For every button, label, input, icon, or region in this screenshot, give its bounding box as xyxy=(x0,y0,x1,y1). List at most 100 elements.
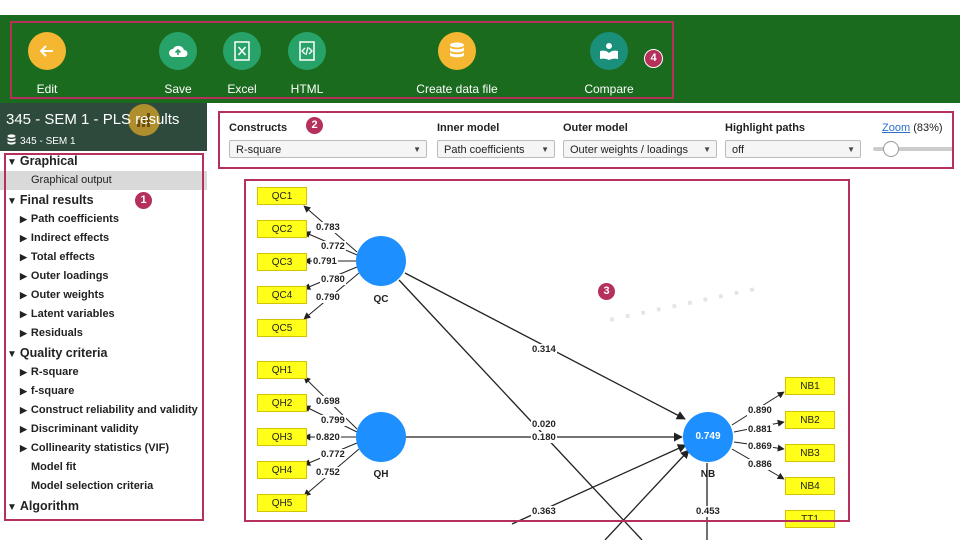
tree-item-collinearity-vif[interactable]: ▶Collinearity statistics (VIF) xyxy=(0,439,207,458)
constructs-select[interactable]: R-square▼ xyxy=(229,140,427,158)
path-lower-left: 0.363 xyxy=(531,506,557,517)
chevron-down-icon: ▼ xyxy=(413,145,421,154)
loading-nb1: 0.890 xyxy=(747,405,773,416)
html-button[interactable]: HTML xyxy=(262,32,352,112)
tree-item-path-coefficients[interactable]: ▶Path coefficients xyxy=(0,210,207,229)
inner-model-select[interactable]: Path coefficients▼ xyxy=(437,140,555,158)
loading-nb2: 0.881 xyxy=(747,424,773,435)
inner-model-filter: Inner model Path coefficients▼ xyxy=(437,122,555,158)
tree-item-model-fit[interactable]: Model fit xyxy=(31,461,77,473)
html-file-icon xyxy=(288,32,326,70)
chevron-down-icon: ▼ xyxy=(847,145,855,154)
tree-item-total-effects[interactable]: ▶Total effects xyxy=(0,248,207,267)
zoom-link[interactable]: Zoom xyxy=(882,122,911,134)
indicator-tt1[interactable]: TT1 xyxy=(785,510,835,528)
caret-right-icon: ▶ xyxy=(20,405,27,415)
tree-item-discriminant-validity[interactable]: ▶Discriminant validity xyxy=(0,420,207,439)
path-qc-nb: 0.314 xyxy=(531,344,557,355)
tree-item-r-square[interactable]: ▶R-square xyxy=(0,363,207,382)
caret-right-icon: ▶ xyxy=(20,271,27,281)
latent-qc[interactable] xyxy=(356,236,406,286)
inner-model-arrows xyxy=(398,272,708,540)
latent-qc-name: QC xyxy=(373,294,389,305)
caret-right-icon: ▶ xyxy=(20,328,27,338)
edit-label: Edit xyxy=(36,82,58,96)
loading-qc1: 0.783 xyxy=(315,222,341,233)
indicator-nb3[interactable]: NB3 xyxy=(785,444,835,462)
create-data-file-button[interactable]: Create data file xyxy=(412,32,502,112)
compare-label: Compare xyxy=(584,82,634,96)
results-tree: ▼Graphical Graphical output ▼Final resul… xyxy=(0,151,208,540)
tree-item-outer-loadings[interactable]: ▶Outer loadings xyxy=(0,267,207,286)
tree-item-graphical-output[interactable]: Graphical output xyxy=(0,171,207,190)
indicator-nb4[interactable]: NB4 xyxy=(785,477,835,495)
constructs-filter: Constructs R-square▼ xyxy=(229,122,427,158)
indicator-qc4[interactable]: QC4 xyxy=(257,286,307,304)
html-label: HTML xyxy=(290,82,324,96)
excel-button[interactable]: Excel xyxy=(197,32,287,112)
outer-model-filter: Outer model Outer weights / loadings▼ xyxy=(563,122,717,158)
tree-item-residuals[interactable]: ▶Residuals xyxy=(0,324,207,343)
caret-right-icon: ▶ xyxy=(20,290,27,300)
caret-right-icon: ▶ xyxy=(20,443,27,453)
path-nb-down: 0.453 xyxy=(695,506,721,517)
tree-item-model-selection-criteria[interactable]: Model selection criteria xyxy=(31,480,154,492)
outer-model-select[interactable]: Outer weights / loadings▼ xyxy=(563,140,717,158)
model-paths xyxy=(303,205,785,540)
zoom-slider-handle[interactable] xyxy=(883,141,899,157)
indicator-qh5[interactable]: QH5 xyxy=(257,494,307,512)
loading-qh3: 0.820 xyxy=(315,432,341,443)
tree-section-quality-criteria[interactable]: ▼Quality criteria xyxy=(0,343,207,363)
tree-item-indirect-effects[interactable]: ▶Indirect effects xyxy=(0,229,207,248)
annotation-marker-1: 1 xyxy=(134,191,153,210)
highlight-paths-select[interactable]: off▼ xyxy=(725,140,861,158)
caret-right-icon: ▶ xyxy=(20,252,27,262)
compare-button[interactable]: Compare xyxy=(564,32,654,112)
zoom-slider[interactable] xyxy=(873,141,953,157)
indicator-qh1[interactable]: QH1 xyxy=(257,361,307,379)
latent-qh[interactable] xyxy=(356,412,406,462)
tree-section-final-results[interactable]: ▼Final results xyxy=(0,190,207,210)
chart-logo-icon xyxy=(128,104,160,136)
loading-qc3: 0.791 xyxy=(312,256,338,267)
indicator-qc2[interactable]: QC2 xyxy=(257,220,307,238)
indicator-qc3[interactable]: QC3 xyxy=(257,253,307,271)
indicator-nb1[interactable]: NB1 xyxy=(785,377,835,395)
caret-right-icon: ▶ xyxy=(20,424,27,434)
loading-nb4: 0.886 xyxy=(747,459,773,470)
tree-item-outer-weights[interactable]: ▶Outer weights xyxy=(0,286,207,305)
tree-section-graphical[interactable]: ▼Graphical xyxy=(0,151,207,171)
database-icon xyxy=(438,32,476,70)
caret-down-icon: ▼ xyxy=(7,157,17,168)
caret-right-icon: ▶ xyxy=(20,214,27,224)
indicator-qh4[interactable]: QH4 xyxy=(257,461,307,479)
tree-section-algorithm[interactable]: ▼Algorithm xyxy=(0,496,207,516)
edit-button[interactable]: Edit xyxy=(2,32,92,112)
indicator-qc5[interactable]: QC5 xyxy=(257,319,307,337)
tree-item-latent-variables[interactable]: ▶Latent variables xyxy=(0,305,207,324)
loading-nb3: 0.869 xyxy=(747,441,773,452)
toolbar: Edit Save Excel HTML Create data file Co… xyxy=(0,15,960,103)
constructs-label: Constructs xyxy=(229,122,288,134)
latent-nb[interactable]: 0.749 xyxy=(683,412,733,462)
indicator-qc1[interactable]: QC1 xyxy=(257,187,307,205)
outer-model-label: Outer model xyxy=(563,122,628,134)
caret-right-icon: ▶ xyxy=(20,367,27,377)
annotation-marker-3: 3 xyxy=(597,282,616,301)
book-icon xyxy=(590,32,628,70)
loading-qc2: 0.772 xyxy=(320,241,346,252)
indicator-qh3[interactable]: QH3 xyxy=(257,428,307,446)
loading-qh4: 0.772 xyxy=(320,449,346,460)
tree-item-f-square[interactable]: ▶f-square xyxy=(0,382,207,401)
loading-qh2: 0.799 xyxy=(320,415,346,426)
create-data-file-label: Create data file xyxy=(416,82,498,96)
excel-label: Excel xyxy=(227,82,257,96)
save-button[interactable]: Save xyxy=(133,32,223,112)
caret-down-icon: ▼ xyxy=(7,502,17,513)
indicator-qh2[interactable]: QH2 xyxy=(257,394,307,412)
indicator-nb2[interactable]: NB2 xyxy=(785,411,835,429)
loading-qh5: 0.752 xyxy=(315,467,341,478)
tree-item-construct-reliability[interactable]: ▶Construct reliability and validity xyxy=(0,401,207,420)
project-subtitle-text: 345 - SEM 1 xyxy=(20,135,76,147)
caret-right-icon: ▶ xyxy=(20,233,27,243)
